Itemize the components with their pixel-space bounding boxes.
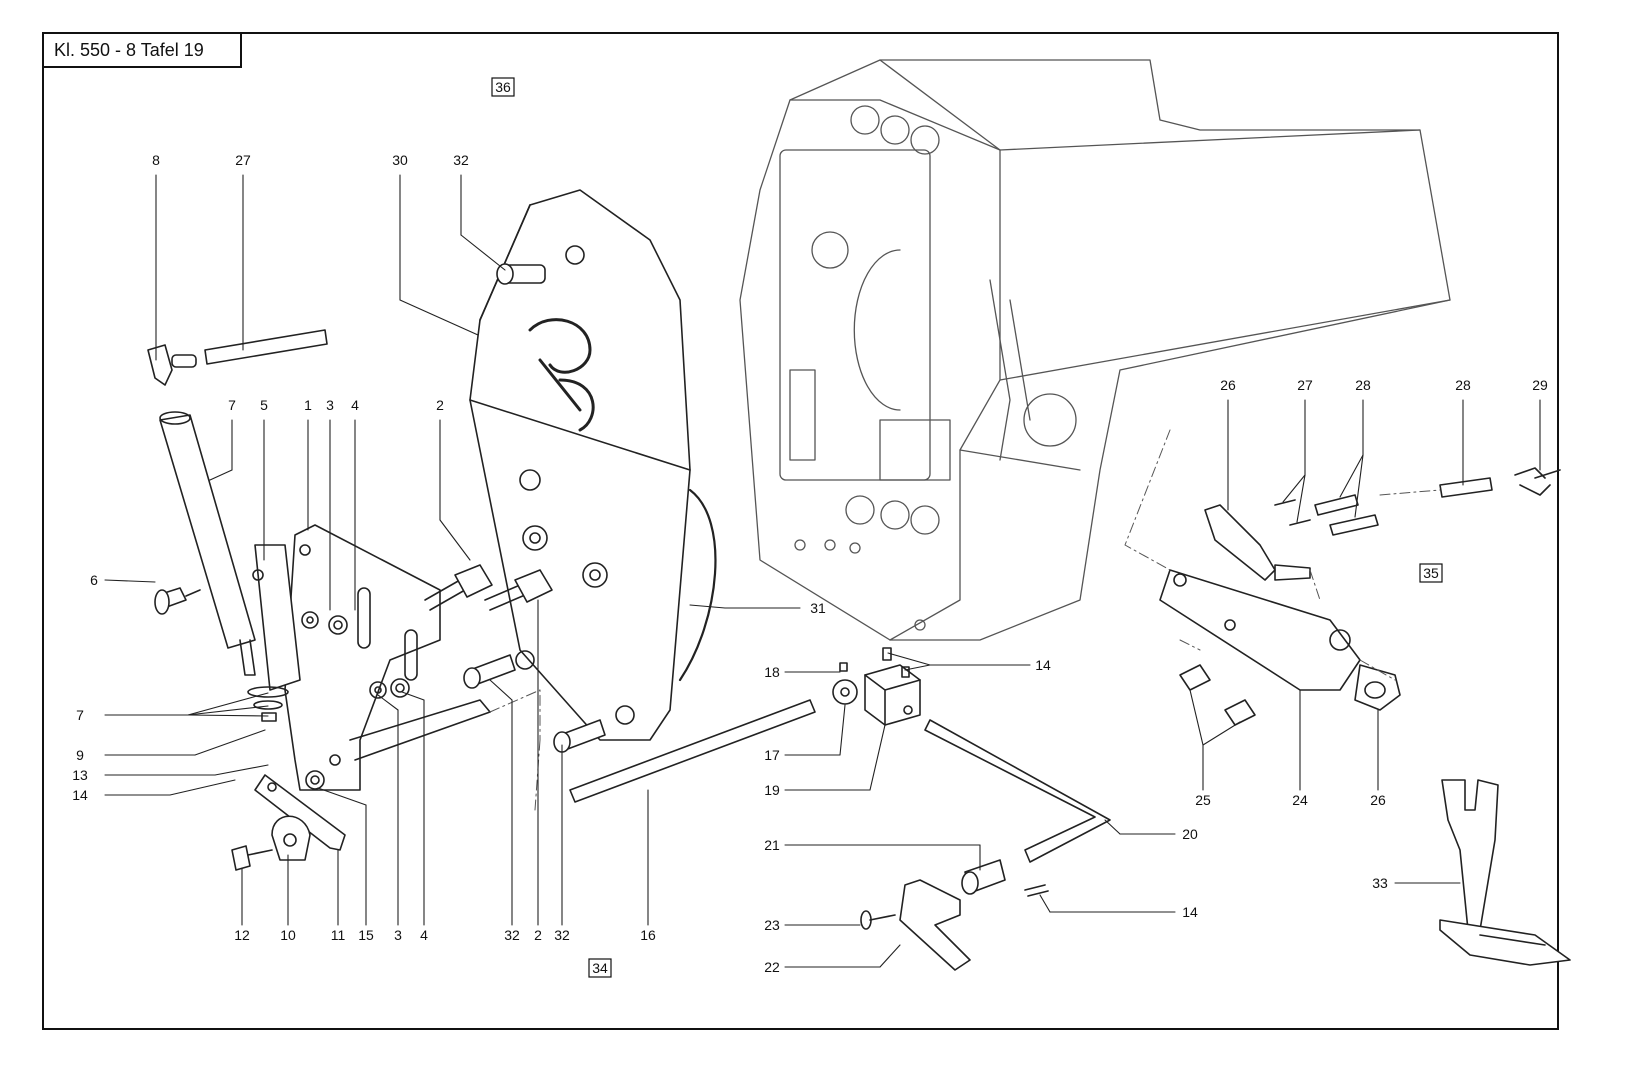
elbow-fitting (147, 329, 328, 386)
part-label-2: 2 (534, 927, 542, 943)
part-label-27: 27 (1297, 377, 1313, 393)
part-label-26: 26 (1370, 792, 1386, 808)
part-label-5: 5 (260, 397, 268, 413)
rod (569, 699, 816, 803)
part-label-4: 4 (420, 927, 428, 943)
part-label-17: 17 (764, 747, 780, 763)
group-ref-box (1419, 563, 1443, 583)
part-label-7: 7 (76, 707, 84, 723)
part-label-23: 23 (764, 917, 780, 933)
part-label-7: 7 (228, 397, 236, 413)
part-label-28: 28 (1455, 377, 1471, 393)
group-ref-35: 35 (1423, 565, 1439, 581)
group-ref-34: 34 (592, 960, 608, 976)
fasteners (154, 263, 608, 790)
group-ref-box (491, 77, 515, 97)
presser-foot (1439, 779, 1571, 966)
group-ref-36: 36 (495, 79, 511, 95)
part-label-29: 29 (1532, 377, 1548, 393)
part-label-3: 3 (326, 397, 334, 413)
part-label-1: 1 (304, 397, 312, 413)
part-label-25: 25 (1195, 792, 1211, 808)
part-label-16: 16 (640, 927, 656, 943)
machine-housing (739, 59, 1451, 641)
part-label-12: 12 (234, 927, 250, 943)
part-label-32: 32 (453, 152, 469, 168)
part-label-9: 9 (76, 747, 84, 763)
part-label-19: 19 (764, 782, 780, 798)
valve-assembly (1159, 467, 1561, 726)
part-label-27: 27 (235, 152, 251, 168)
diagram-frame (42, 32, 1559, 1030)
part-label-28: 28 (1355, 377, 1371, 393)
part-label-6: 6 (90, 572, 98, 588)
page-title: Kl. 550 - 8 Tafel 19 (42, 32, 242, 68)
part-label-8: 8 (152, 152, 160, 168)
part-label-14: 14 (72, 787, 88, 803)
part-label-33: 33 (1372, 875, 1388, 891)
part-label-11: 11 (331, 927, 346, 943)
part-label-21: 21 (764, 837, 780, 853)
bracket-plate (284, 524, 491, 791)
bent-rod (860, 719, 1111, 971)
part-label-2: 2 (436, 397, 444, 413)
part-label-22: 22 (764, 959, 780, 975)
lower-lever (231, 774, 346, 871)
part-label-13: 13 (72, 767, 88, 783)
part-label-14: 14 (1035, 657, 1051, 673)
vertical-tube (159, 411, 301, 722)
part-label-31: 31 (810, 600, 826, 616)
part-label-3: 3 (394, 927, 402, 943)
leader-lines (104, 174, 1541, 968)
guide-block (832, 647, 921, 726)
part-label-32: 32 (504, 927, 520, 943)
part-label-15: 15 (358, 927, 374, 943)
part-label-30: 30 (392, 152, 408, 168)
part-label-10: 10 (280, 927, 296, 943)
cover-plate (469, 189, 717, 741)
part-label-4: 4 (351, 397, 359, 413)
group-ref-box (588, 958, 612, 978)
part-label-24: 24 (1292, 792, 1308, 808)
part-label-20: 20 (1182, 826, 1198, 842)
part-label-26: 26 (1220, 377, 1236, 393)
part-label-18: 18 (764, 664, 780, 680)
part-label-32: 32 (554, 927, 570, 943)
part-label-14: 14 (1182, 904, 1198, 920)
